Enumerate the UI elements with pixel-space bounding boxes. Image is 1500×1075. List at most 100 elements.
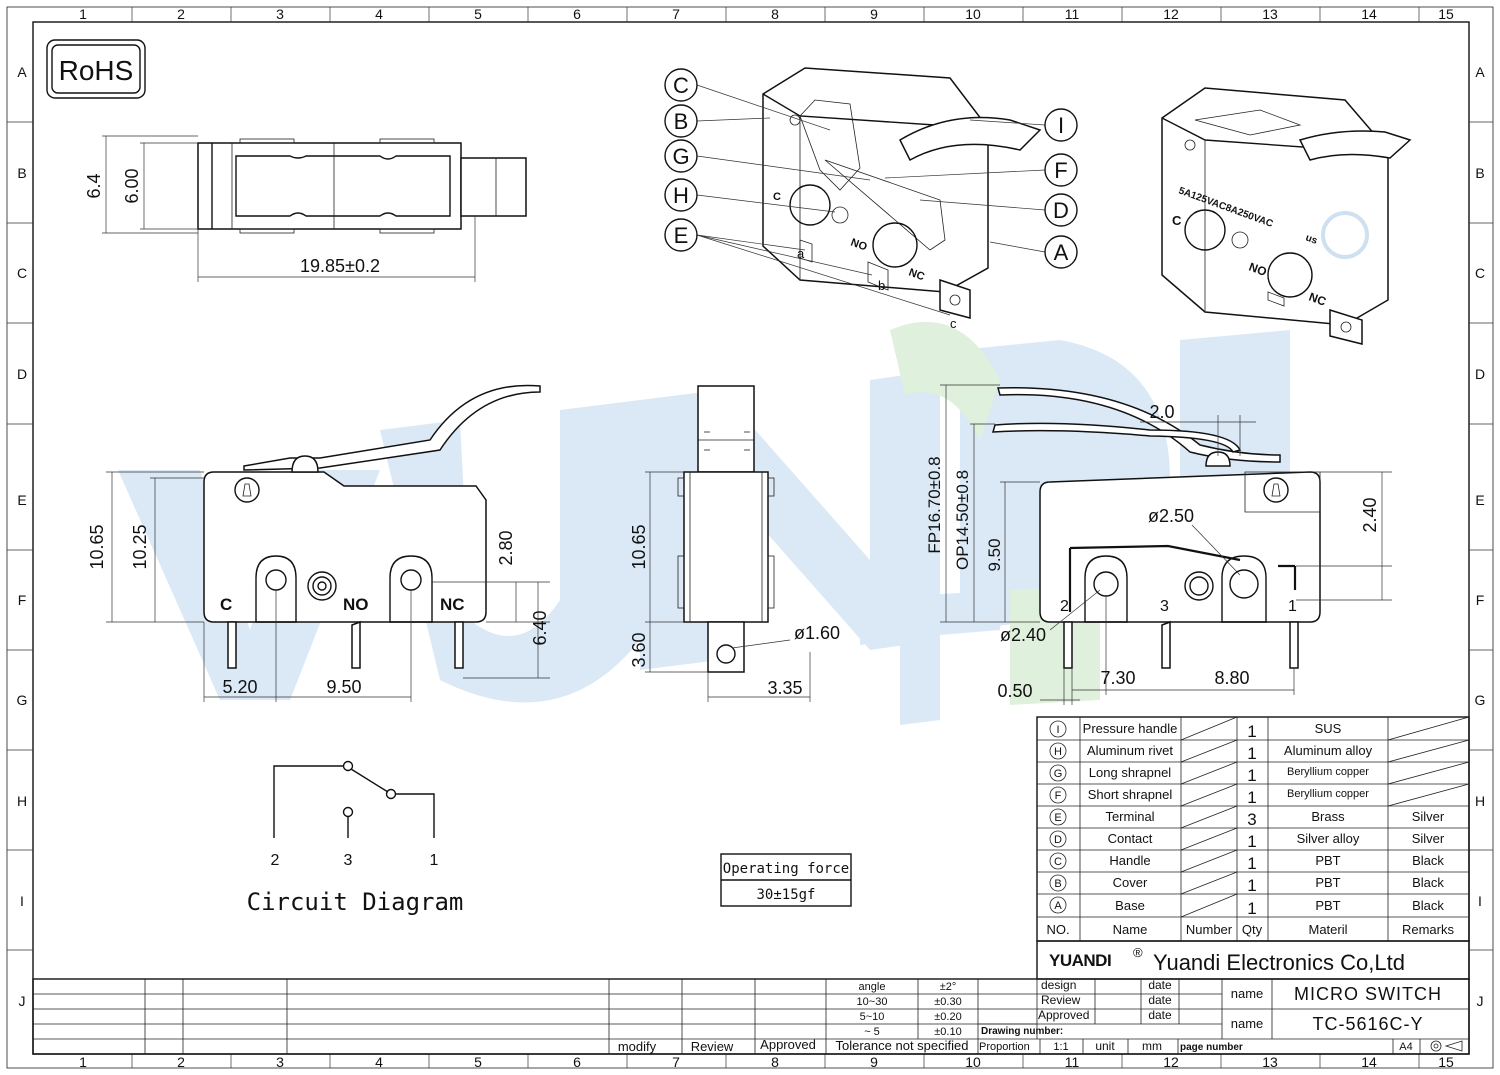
front-nc-label: NC [440,595,465,614]
name-label: name [1231,1016,1264,1031]
callout-d: D [1053,198,1069,223]
bom-remarks: Silver [1412,809,1445,824]
callout-e: E [674,223,689,248]
col-label: 4 [375,6,383,22]
circuit-pin-3: 3 [344,852,353,869]
col-label: 7 [672,1054,680,1070]
front-no-label: NO [343,595,369,614]
rohs-badge: RoHS [46,39,146,99]
col-label: 14 [1361,1054,1377,1070]
rear-no-label: NO [1247,260,1269,279]
col-label: 2 [177,6,185,22]
tolerance-range-2: 5~10 [860,1011,885,1023]
bom-material: SUS [1315,721,1342,736]
bom-no: H [1054,746,1062,758]
name-label: name [1231,986,1264,1001]
front-c-label: C [220,595,232,614]
right-dim-dia-2-40: ø2.40 [1000,625,1046,645]
review-signoff-label: Review [691,1039,734,1054]
part-number: TC-5616C-Y [1312,1014,1423,1034]
iso-b-label: b [878,278,885,293]
proportion-label: Proportion [979,1041,1030,1053]
row-label: B [17,165,26,181]
iso-c-pin-label: c [950,316,957,331]
right-pin-3: 3 [1160,598,1169,615]
col-label: 14 [1361,6,1377,22]
col-label: 13 [1262,6,1278,22]
review-label: Review [1041,993,1081,1007]
bom-no: D [1054,834,1062,846]
front-dim-9-50: 9.50 [326,677,361,697]
bom-remarks: Black [1412,898,1444,913]
col-label: 11 [1065,6,1080,22]
bom-material: Silver alloy [1297,831,1360,846]
bom-header-name: Name [1113,922,1148,937]
col-label: 7 [672,6,680,22]
bom-no: I [1056,724,1059,736]
date-label: date [1148,1008,1172,1022]
page-number-label: page number [1180,1042,1243,1053]
col-label: 15 [1438,6,1454,22]
column-ticks [7,7,1493,1068]
bom-qty: 1 [1247,899,1256,918]
operating-force-value: 30±15gf [756,887,815,903]
callout-c: C [673,73,689,98]
col-label: 8 [771,6,779,22]
right-dim-fp: FP16.70±0.8 [925,456,944,553]
bom-qty: 1 [1247,832,1256,851]
tolerance-angle-value: ±2° [940,981,957,993]
col-label: 2 [177,1054,185,1070]
projection-symbol-icon [1430,1040,1463,1052]
circuit-pin-2: 2 [271,852,280,869]
column-labels-top: 1 2 3 4 5 6 7 8 9 10 11 12 13 14 15 [79,6,1454,22]
right-dim-7-30: 7.30 [1100,668,1135,688]
callout-f: F [1054,158,1067,183]
row-label: H [17,793,27,809]
tolerance-value-2: ±0.20 [934,1011,961,1023]
bom-name: Terminal [1105,809,1154,824]
registered-mark: ® [1133,945,1143,960]
side-dim-10-65: 10.65 [629,524,649,569]
right-dim-9-50: 9.50 [985,538,1004,571]
right-pin-2: 2 [1060,598,1069,615]
bom-material: Brass [1311,809,1345,824]
row-label: E [1475,492,1484,508]
bom-name: Pressure handle [1083,721,1178,736]
row-label: D [1475,366,1485,382]
right-dim-2-0: 2.0 [1149,402,1174,422]
date-label: date [1148,978,1172,992]
date-label: date [1148,993,1172,1007]
row-label: A [1475,64,1485,80]
title-block: YUANDI ® Yuandi Electronics Co,Ltd desig… [32,940,1470,1055]
bom-material: PBT [1315,853,1340,868]
company-logo: YUANDI [1049,951,1111,970]
tolerance-range-3: ~ 5 [864,1026,880,1038]
row-label: H [1475,793,1485,809]
tolerance-label: Tolerance not specified [836,1038,969,1053]
operating-force-box: Operating force 30±15gf [720,853,852,907]
bom-name: Handle [1109,853,1150,868]
col-label: 6 [573,1054,581,1070]
bom-no: A [1054,900,1062,912]
col-label: 10 [965,1054,981,1070]
column-labels-bottom: 1 2 3 4 5 6 7 8 9 10 11 12 13 14 15 [79,1054,1454,1070]
bom-header-number: Number [1186,922,1233,937]
col-label: 8 [771,1054,779,1070]
bom-no: F [1055,790,1062,802]
tolerance-range-1: 10~30 [857,996,888,1008]
dim-6-00: 6.00 [122,168,142,203]
tolerance-value-1: ±0.30 [934,996,961,1008]
iso-view: C NO NC a b c C B G H E I F D A [664,67,1078,331]
bom-header-remarks: Remarks [1402,922,1455,937]
col-label: 11 [1065,1054,1080,1070]
bom-name: Aluminum rivet [1087,743,1173,758]
unit-label: unit [1095,1039,1115,1053]
right-dim-2-40-vertical: 2.40 [1360,497,1380,532]
bom-remarks: Silver [1412,831,1445,846]
row-label: D [17,366,27,382]
col-label: 3 [276,6,284,22]
modify-label: modify [618,1039,657,1054]
col-label: 9 [870,6,878,22]
col-label: 4 [375,1054,383,1070]
iso-a-label: a [797,246,805,261]
